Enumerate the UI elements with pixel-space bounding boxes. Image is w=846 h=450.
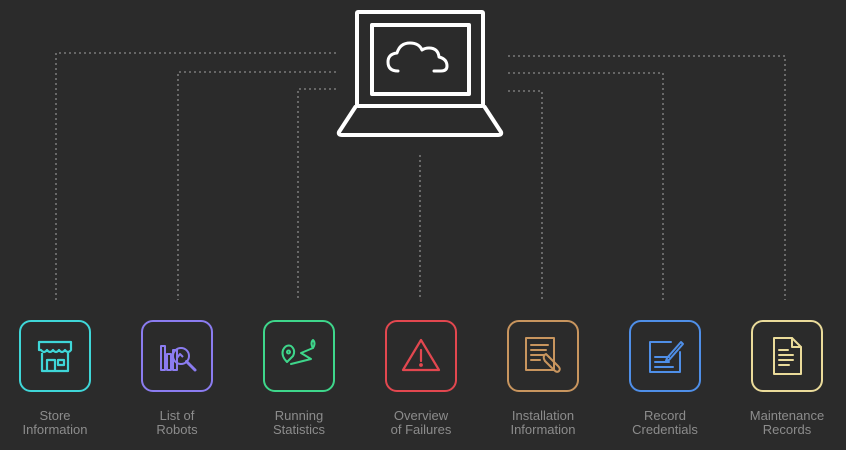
label-line: Installation: [511, 408, 575, 423]
cloud-laptop-icon: [336, 10, 504, 137]
connector-record-credentials: [508, 72, 664, 300]
document-wrench-icon: [525, 337, 561, 373]
connector-installation-information: [508, 90, 543, 300]
text-file-icon: [773, 337, 802, 375]
label-line: Robots: [156, 422, 198, 437]
label-line: Store: [39, 408, 71, 423]
storefront-icon: [37, 340, 73, 373]
label-line: Records: [762, 422, 812, 437]
label-line: Credentials: [632, 422, 698, 437]
tile-store-information[interactable]: [19, 320, 91, 392]
label-line: Overview: [393, 408, 449, 423]
warning-triangle-icon: [401, 338, 441, 372]
route-pin-icon: [281, 339, 316, 365]
tile-running-statistics[interactable]: [263, 320, 335, 392]
label-line: Record: [644, 408, 686, 423]
label-line: Running: [274, 408, 324, 423]
label-line: Information: [22, 422, 88, 437]
label-line: Statistics: [272, 422, 325, 437]
connector-list-of-robots: [177, 71, 336, 300]
tile-record-credentials[interactable]: [629, 320, 701, 392]
label-line: Maintenance: [749, 408, 825, 423]
label-line: List of: [159, 408, 195, 423]
tile-list-of-robots[interactable]: [141, 320, 213, 392]
connector-store-information: [55, 52, 336, 300]
label-line: Information: [510, 422, 576, 437]
tile-installation-information[interactable]: [507, 320, 579, 392]
label-line: of Failures: [390, 422, 452, 437]
bar-chart-search-icon: [160, 345, 197, 372]
connector-maintenance-records: [508, 55, 786, 300]
tile-maintenance-records[interactable]: [751, 320, 823, 392]
edit-document-icon: [649, 341, 684, 373]
tile-overview-of-failures[interactable]: [385, 320, 457, 392]
